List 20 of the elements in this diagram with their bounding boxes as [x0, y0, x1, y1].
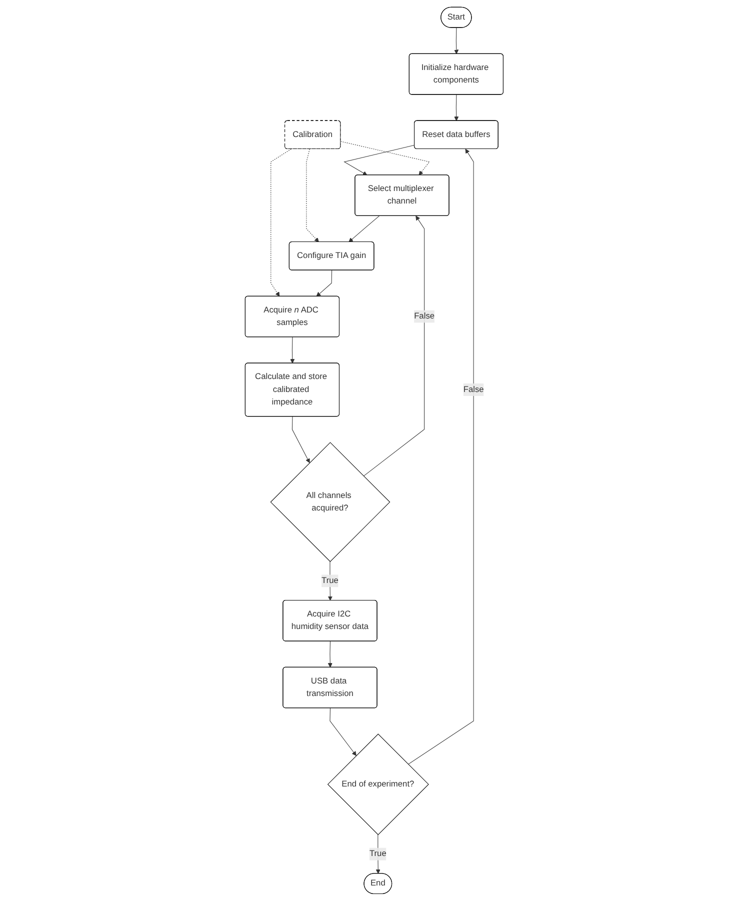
arrow — [408, 148, 474, 765]
node-diamond: All channels acquired? — [270, 442, 390, 562]
arrow — [328, 641, 332, 668]
arrow — [348, 216, 380, 242]
edge-label: True — [369, 849, 386, 858]
arrow — [316, 270, 332, 297]
arrow — [340, 141, 430, 176]
arrow — [270, 148, 292, 297]
arrow — [306, 148, 319, 242]
arrow — [290, 336, 294, 364]
edge-label: False — [414, 312, 434, 321]
edge-label: False — [463, 384, 484, 394]
edge-label: True — [321, 576, 338, 586]
arrow — [454, 28, 458, 54]
arrow — [454, 94, 458, 122]
node-diamond: End of experiment? — [327, 734, 429, 836]
arrow — [363, 216, 424, 476]
arrow — [343, 144, 415, 176]
arrow — [292, 416, 310, 464]
arrow — [330, 708, 356, 756]
